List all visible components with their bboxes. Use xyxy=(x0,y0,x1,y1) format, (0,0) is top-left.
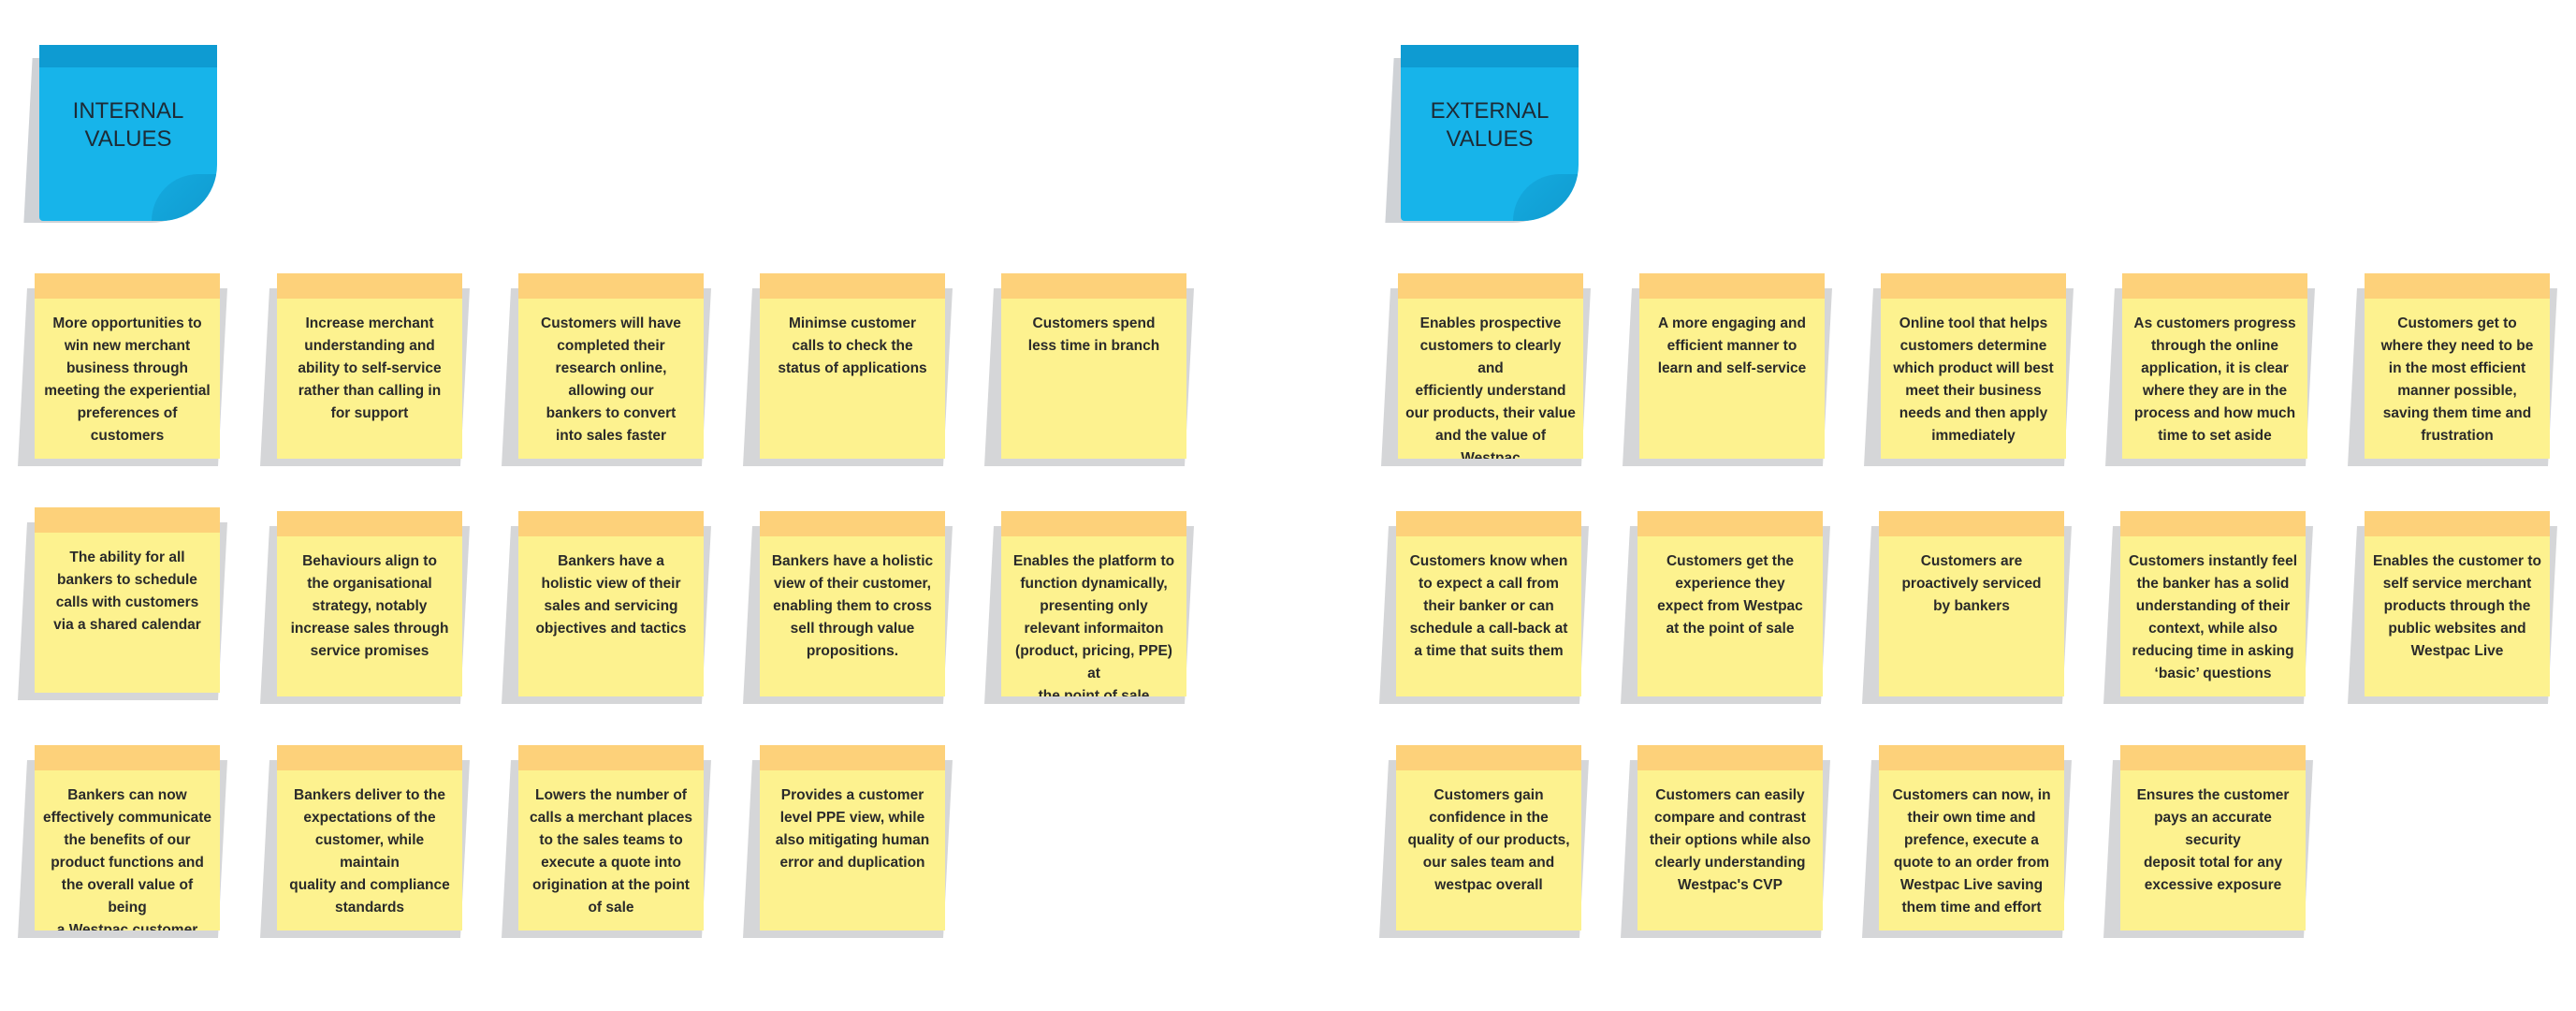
note-text: Customers get to where they need to be i… xyxy=(2380,315,2534,444)
note-text: Behaviours align to the organisational s… xyxy=(290,553,449,659)
note-text: Customers know when to expect a call fro… xyxy=(1409,553,1568,659)
external-values-title: EXTERNAL VALUES xyxy=(1430,98,1550,152)
external-note: Enables prospective customers to clearly… xyxy=(1381,273,1591,466)
external-note: Customers get the experience they expect… xyxy=(1621,511,1830,704)
internal-note: Enables the platform to function dynamic… xyxy=(984,511,1194,704)
note-text: The ability for all bankers to schedule … xyxy=(53,549,201,633)
internal-note: Lowers the number of calls a merchant pl… xyxy=(502,745,711,938)
note-text: Bankers can now effectively communicate … xyxy=(42,787,212,930)
note-text: Customers spend less time in branch xyxy=(1027,315,1160,354)
note-text: Customers can easily compare and contras… xyxy=(1649,787,1812,893)
note-text: Enables the customer to self service mer… xyxy=(2372,553,2541,659)
note-text: Customers instantly feel the banker has … xyxy=(2128,553,2298,681)
external-note: Customers are proactively serviced by ba… xyxy=(1862,511,2072,704)
internal-note: Minimse customer calls to check the stat… xyxy=(743,273,953,466)
external-note: Customers get to where they need to be i… xyxy=(2348,273,2557,466)
external-note: Customers instantly feel the banker has … xyxy=(2103,511,2313,704)
note-text: Bankers deliver to the expectations of t… xyxy=(289,787,450,916)
note-text: Minimse customer calls to check the stat… xyxy=(778,315,927,376)
internal-note: Increase merchant understanding and abil… xyxy=(260,273,470,466)
note-text: As customers progress through the online… xyxy=(2133,315,2296,444)
internal-note: Bankers deliver to the expectations of t… xyxy=(260,745,470,938)
note-text: Customers can now, in their own time and… xyxy=(1892,787,2051,916)
external-values-header: EXTERNAL VALUES xyxy=(1385,45,1579,223)
internal-note: Bankers have a holistic view of their sa… xyxy=(502,511,711,704)
note-text: Ensures the customer pays an accurate se… xyxy=(2136,787,2290,893)
external-note: Customers can easily compare and contras… xyxy=(1621,745,1830,938)
internal-values-header: INTERNAL VALUES xyxy=(23,45,217,223)
internal-note: More opportunities to win new merchant b… xyxy=(18,273,227,466)
note-text: Enables the platform to function dynamic… xyxy=(1012,553,1175,696)
external-note: Online tool that helps customers determi… xyxy=(1864,273,2074,466)
note-text: Customers gain confidence in the quality… xyxy=(1407,787,1570,893)
external-note: Customers can now, in their own time and… xyxy=(1862,745,2072,938)
external-note: A more engaging and efficient manner to … xyxy=(1623,273,1832,466)
internal-note: Customers spend less time in branch xyxy=(984,273,1194,466)
note-text: Lowers the number of calls a merchant pl… xyxy=(529,787,693,916)
note-text: Customers are proactively serviced by ba… xyxy=(1901,553,2042,614)
note-text: A more engaging and efficient manner to … xyxy=(1657,315,1807,376)
external-note: As customers progress through the online… xyxy=(2105,273,2315,466)
note-text: Bankers have a holistic view of their cu… xyxy=(771,553,934,659)
internal-note: Bankers can now effectively communicate … xyxy=(18,745,227,938)
note-text: Provides a customer level PPE view, whil… xyxy=(775,787,930,871)
external-note: Ensures the customer pays an accurate se… xyxy=(2103,745,2313,938)
external-note: Customers gain confidence in the quality… xyxy=(1379,745,1589,938)
internal-note: Provides a customer level PPE view, whil… xyxy=(743,745,953,938)
internal-note: Customers will have completed their rese… xyxy=(502,273,711,466)
note-text: Customers will have completed their rese… xyxy=(541,315,681,444)
internal-values-title: INTERNAL VALUES xyxy=(72,98,184,152)
note-text: Online tool that helps customers determi… xyxy=(1893,315,2054,444)
internal-note: Bankers have a holistic view of their cu… xyxy=(743,511,953,704)
note-text: Enables prospective customers to clearly… xyxy=(1405,315,1576,459)
internal-note: The ability for all bankers to schedule … xyxy=(18,507,227,700)
note-text: Customers get the experience they expect… xyxy=(1657,553,1803,637)
external-note: Customers know when to expect a call fro… xyxy=(1379,511,1589,704)
note-text: Bankers have a holistic view of their sa… xyxy=(535,553,687,637)
internal-note: Behaviours align to the organisational s… xyxy=(260,511,470,704)
note-text: More opportunities to win new merchant b… xyxy=(44,315,211,444)
external-note: Enables the customer to self service mer… xyxy=(2348,511,2557,704)
note-text: Increase merchant understanding and abil… xyxy=(298,315,442,421)
